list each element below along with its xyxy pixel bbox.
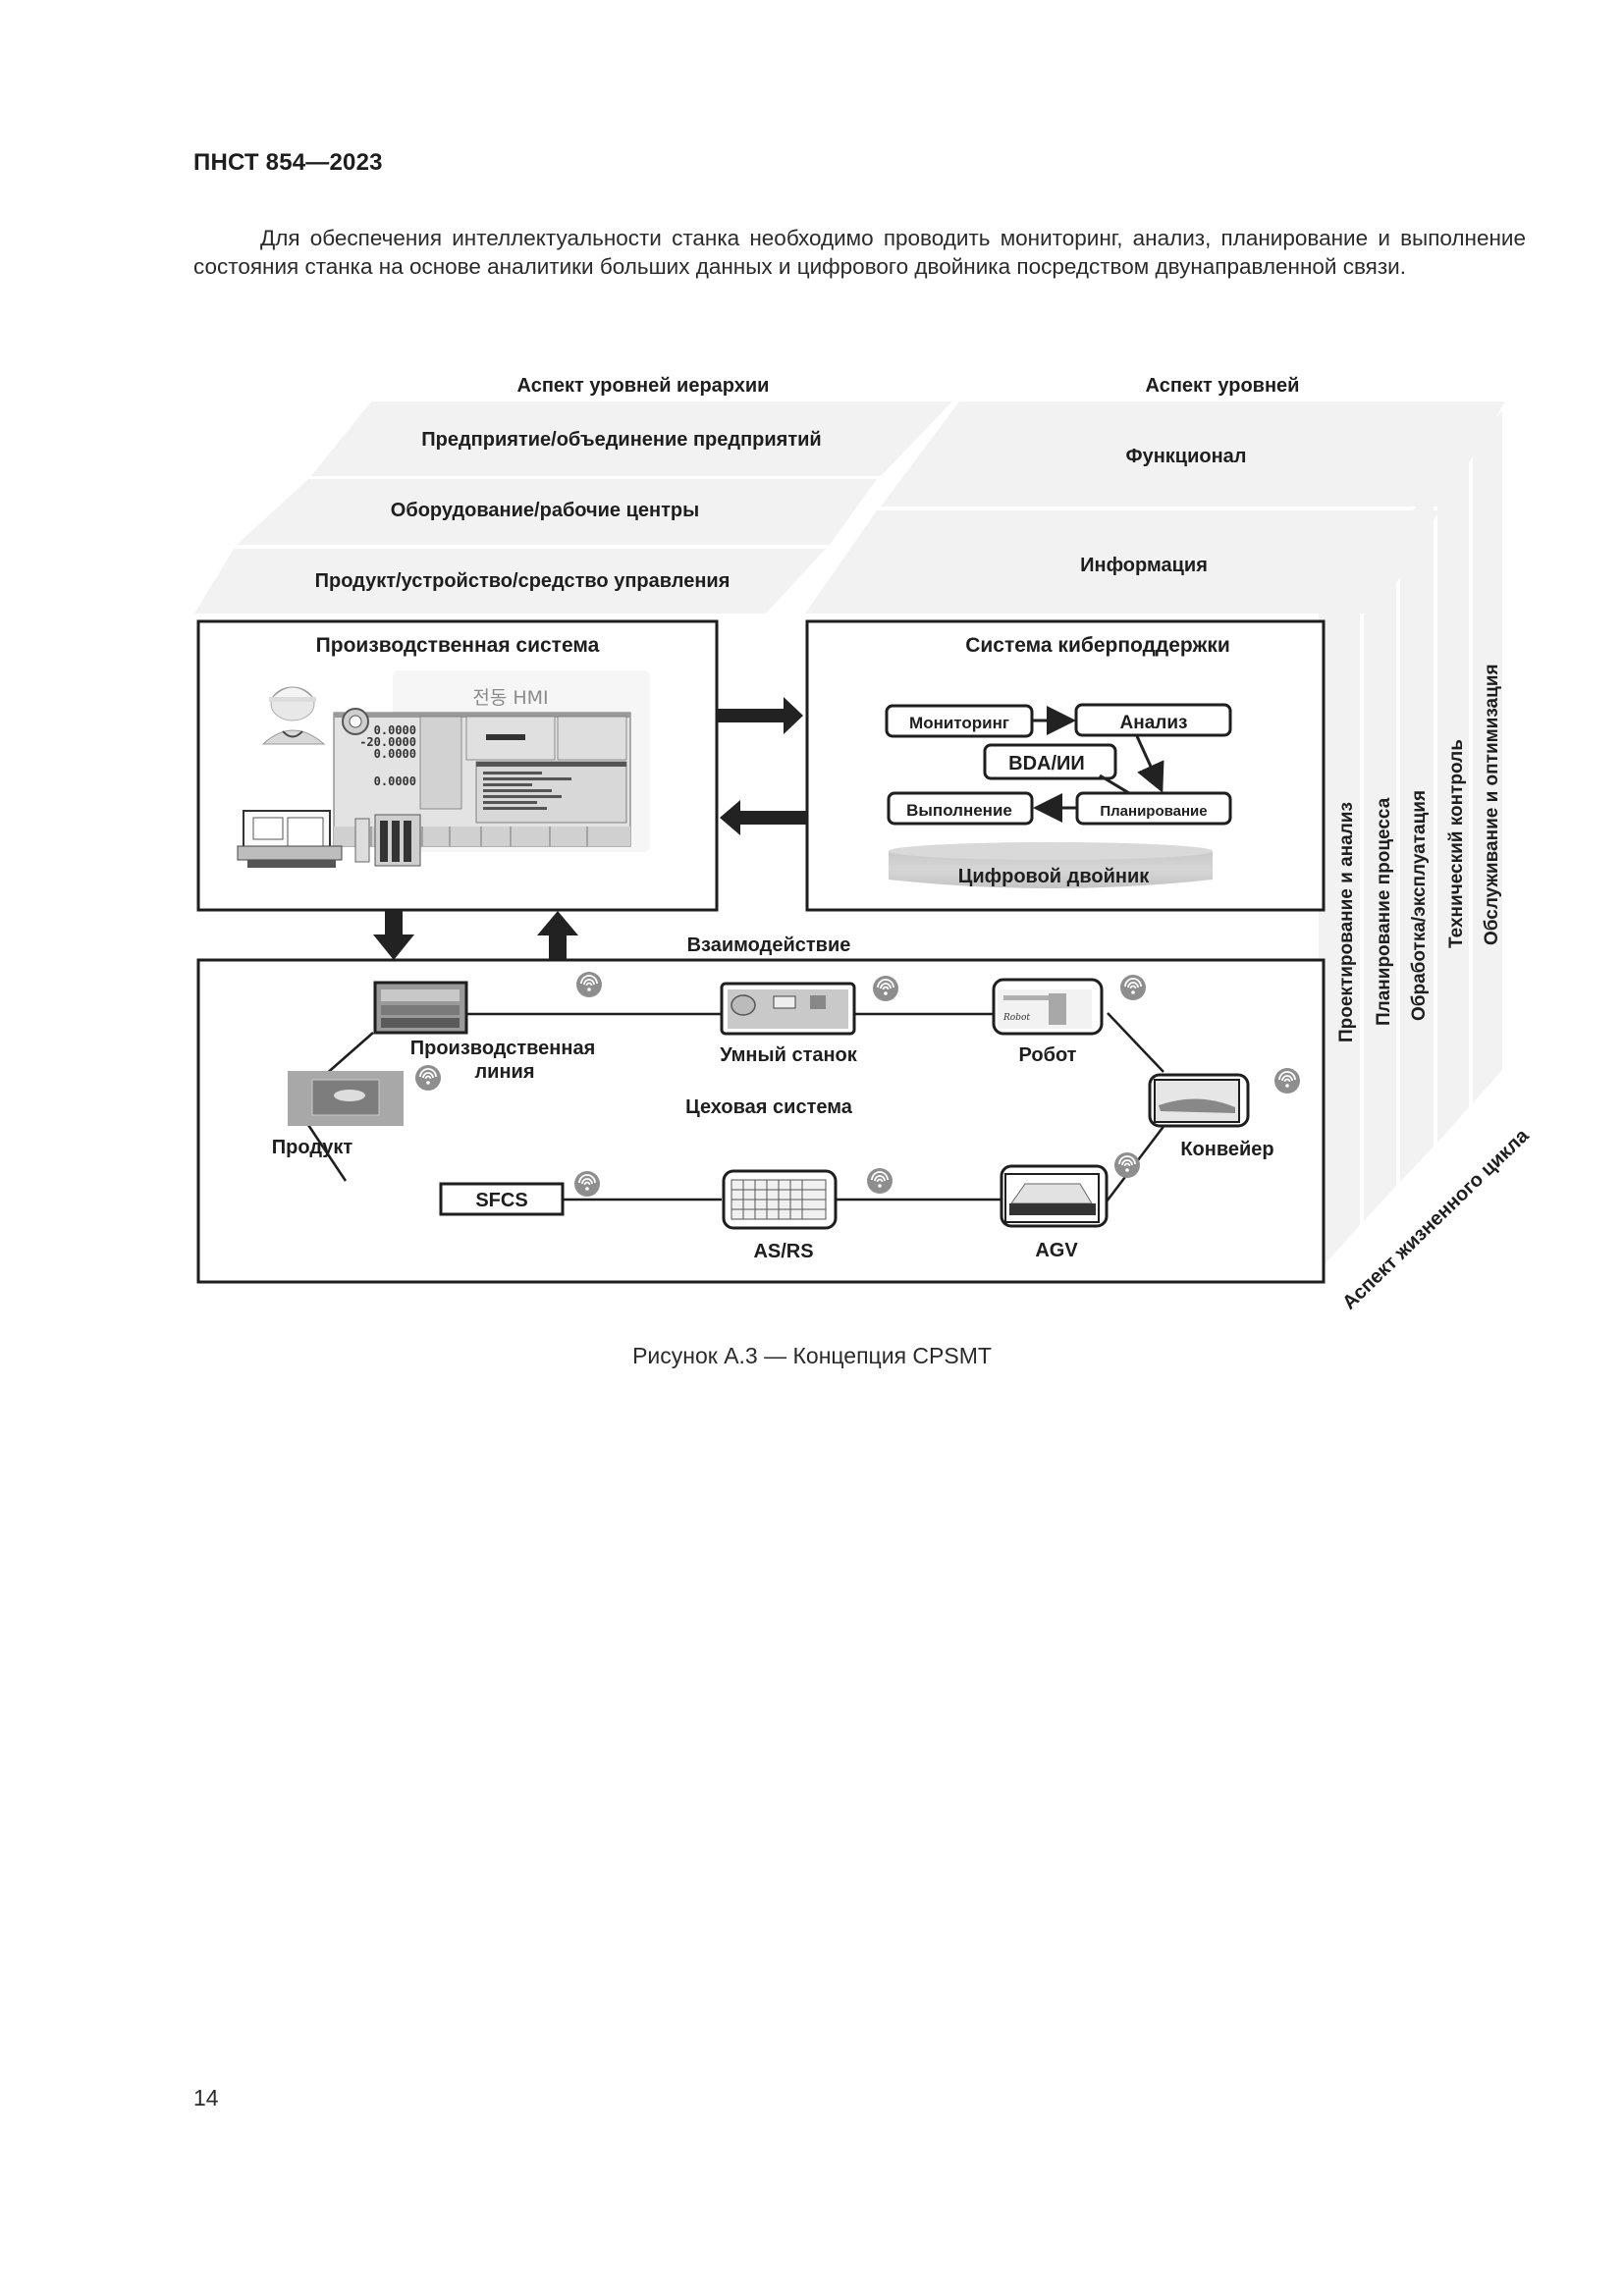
smart-machine-label: Умный станок bbox=[720, 1044, 858, 1066]
robot-label: Робот bbox=[1019, 1044, 1077, 1066]
arrow-production-to-shop bbox=[373, 911, 414, 960]
arrow-shop-to-production bbox=[537, 911, 578, 959]
hierarchy-levels bbox=[194, 401, 952, 614]
digital-twin-disc: Цифровой двойник bbox=[889, 842, 1213, 888]
node-agv: AGV bbox=[1000, 1164, 1109, 1261]
hmi-value-3: 0.0000 bbox=[374, 747, 416, 761]
interaction-label: Взаимодействие bbox=[687, 934, 851, 956]
worker-icon bbox=[261, 686, 326, 745]
asrs-label: AS/RS bbox=[753, 1241, 813, 1262]
lifecycle-column-1 bbox=[1319, 567, 1360, 1271]
lifecycle-stage-planning: Планирование процесса bbox=[1374, 797, 1394, 1026]
lifecycle-stage-operation: Обработка/эксплуатация bbox=[1409, 790, 1430, 1021]
shop-system-box: Цеховая система Производственная линия bbox=[196, 958, 1326, 1284]
arrow-production-to-cyber bbox=[717, 697, 803, 734]
robot-image-text: Robot bbox=[1002, 1013, 1030, 1023]
document-id: ПНСТ 854—2023 bbox=[193, 149, 383, 176]
wireless-icon bbox=[415, 1065, 441, 1091]
hierarchy-aspect-title: Аспект уровней иерархии bbox=[517, 375, 770, 397]
lifecycle-column-3 bbox=[1400, 488, 1434, 1182]
svg-text:BDA/ИИ: BDA/ИИ bbox=[1008, 753, 1085, 774]
level-product-band bbox=[194, 549, 826, 614]
figure-caption: Рисунок А.3 — Концепция CPSMT bbox=[632, 1343, 992, 1368]
svg-text:Мониторинг: Мониторинг bbox=[909, 714, 1009, 732]
node-asrs: AS/RS bbox=[722, 1169, 838, 1262]
cyber-support-title: Система киберподдержки bbox=[965, 634, 1230, 657]
layer-levels bbox=[805, 401, 1505, 614]
node-robot: Robot Робот bbox=[992, 978, 1104, 1066]
agv-label: AGV bbox=[1035, 1240, 1078, 1261]
layer-information-band bbox=[805, 510, 1439, 614]
wireless-icon bbox=[1274, 1068, 1300, 1094]
product-label: Продукт bbox=[272, 1137, 353, 1158]
hmi-illustration: 전동 HMI 0.0000 -20.0000 bbox=[333, 670, 650, 852]
arrow-cyber-to-production bbox=[720, 800, 807, 835]
level-enterprise-band bbox=[311, 401, 952, 476]
lifecycle-stage-maintenance: Обслуживание и оптимизация bbox=[1482, 664, 1502, 945]
hmi-title: 전동 HMI bbox=[472, 687, 548, 709]
production-system-title: Производственная система bbox=[316, 634, 600, 657]
layers-aspect-title: Аспект уровней bbox=[1146, 375, 1300, 397]
wireless-icon bbox=[576, 972, 602, 997]
body-paragraph: Для обеспечения интеллектуальности станк… bbox=[193, 224, 1526, 281]
node-product: Продукт bbox=[272, 1071, 404, 1158]
wireless-icon bbox=[873, 976, 898, 1001]
wireless-icon bbox=[574, 1171, 600, 1197]
level-enterprise-label: Предприятие/объединение предприятий bbox=[421, 429, 821, 451]
digital-twin-label: Цифровой двойник bbox=[958, 866, 1151, 887]
production-system-box: Производственная система 전동 HMI bbox=[196, 619, 719, 912]
svg-text:SFCS: SFCS bbox=[475, 1190, 527, 1211]
lifecycle-column-5 bbox=[1473, 410, 1502, 1103]
page-number: 14 bbox=[193, 2085, 219, 2110]
wireless-icon bbox=[1114, 1152, 1140, 1178]
node-execution: Выполнение bbox=[887, 791, 1034, 826]
body-paragraph-text: Для обеспечения интеллектуальности станк… bbox=[193, 226, 1526, 279]
production-line-label-2: линия bbox=[474, 1061, 534, 1083]
lifecycle-column-2 bbox=[1364, 528, 1396, 1221]
level-product-label: Продукт/устройство/средство управления bbox=[315, 570, 731, 592]
node-smart-machine: Умный станок bbox=[720, 982, 858, 1066]
lifecycle-stage-design: Проектирование и анализ bbox=[1336, 802, 1357, 1042]
shop-system-title: Цеховая система bbox=[685, 1096, 853, 1118]
hmi-value-1: 0.0000 bbox=[374, 723, 416, 737]
shop-network-links bbox=[306, 1012, 1169, 1202]
lifecycle-columns bbox=[1319, 410, 1502, 1271]
svg-text:Анализ: Анализ bbox=[1120, 713, 1188, 733]
layer-functional-band bbox=[881, 401, 1505, 507]
node-planning: Планирование bbox=[1075, 791, 1232, 826]
lifecycle-column-4 bbox=[1437, 448, 1469, 1143]
layer-information-label: Информация bbox=[1080, 555, 1208, 576]
node-bda-ai: BDA/ИИ bbox=[983, 743, 1117, 780]
hmi-value-4: 0.0000 bbox=[374, 774, 416, 788]
arrow-analysis-to-planning bbox=[1135, 735, 1164, 793]
machine-tool-icon bbox=[237, 810, 421, 868]
level-equipment-label: Оборудование/рабочие центры bbox=[391, 500, 699, 521]
svg-text:Выполнение: Выполнение bbox=[906, 801, 1012, 820]
node-production-line: Производственная линия bbox=[373, 981, 596, 1083]
svg-text:Планирование: Планирование bbox=[1100, 803, 1207, 820]
node-monitoring: Мониторинг bbox=[885, 704, 1034, 738]
link-bda-to-planning bbox=[1099, 774, 1130, 795]
wireless-icon bbox=[1120, 975, 1146, 1000]
node-sfcs: SFCS bbox=[439, 1182, 565, 1216]
cyber-support-system-box: Система киберподдержки Мониторинг Анализ… bbox=[805, 619, 1326, 912]
layer-functional-label: Функционал bbox=[1126, 446, 1247, 467]
wireless-icon bbox=[867, 1168, 893, 1194]
node-analysis: Анализ bbox=[1074, 703, 1232, 737]
hmi-value-2: -20.0000 bbox=[359, 735, 416, 749]
node-conveyor: Конвейер bbox=[1148, 1073, 1274, 1160]
production-line-label-1: Производственная bbox=[410, 1038, 596, 1059]
level-equipment-band bbox=[237, 479, 877, 545]
lifecycle-stage-inspection: Технический контроль bbox=[1446, 739, 1467, 948]
gear-icon bbox=[342, 708, 369, 735]
conveyor-label: Конвейер bbox=[1180, 1139, 1273, 1160]
